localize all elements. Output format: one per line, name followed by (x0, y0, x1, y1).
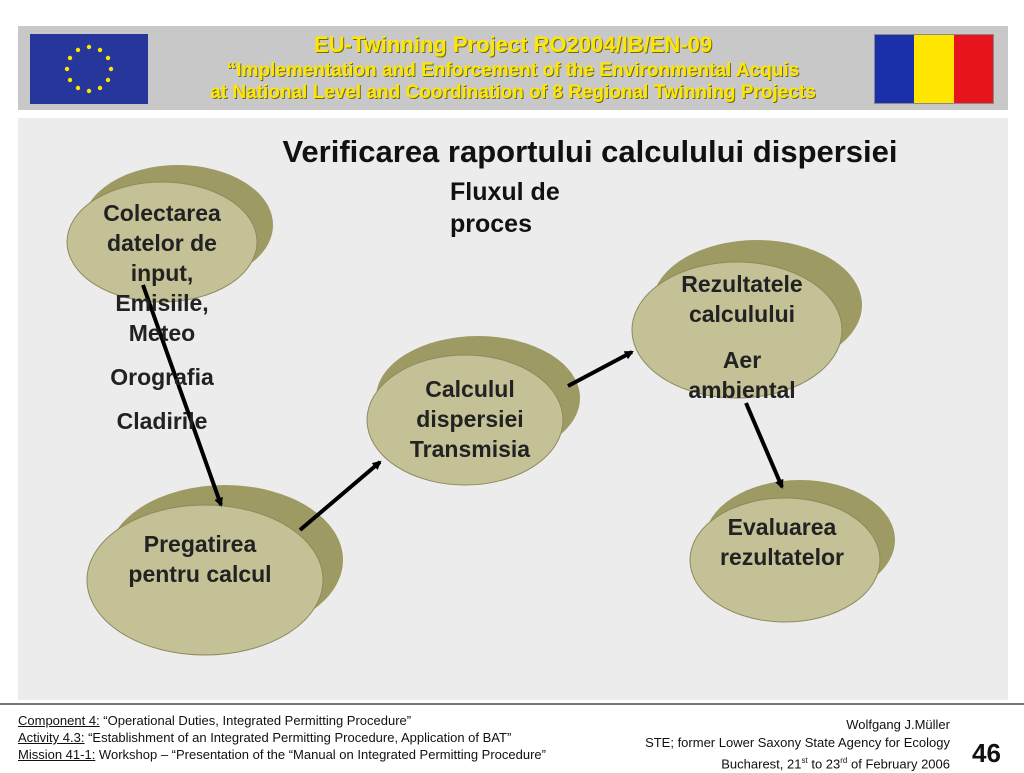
subtitle-line1: Fluxul de (450, 178, 560, 206)
node-results-label: Rezultatele calculului Aer ambiental (642, 269, 842, 405)
page-number: 46 (972, 738, 1001, 768)
arrow-prepare-to-calc (298, 460, 382, 532)
node-prepare-label: Pregatirea pentru calcul (100, 529, 300, 589)
header-banner: EU-Twinning Project RO2004/IB/EN-09 “Imp… (18, 26, 1008, 110)
slide-title: Verificarea raportului calculului disper… (282, 134, 898, 169)
collect-line4: Emisiile, (115, 290, 209, 316)
footer-affiliation: STE; former Lower Saxony State Agency fo… (645, 735, 950, 750)
romania-flag-icon (874, 34, 994, 104)
node-prepare (86, 485, 343, 656)
collect-line3: input, (130, 260, 194, 286)
footer-date: Bucharest, 21st to 23rd of February 2006 (600, 752, 950, 773)
node-calculation (366, 336, 580, 486)
slide-subtitle: Fluxul de proces (450, 176, 560, 240)
node-calc-label: Calculul dispersiei Transmisia (370, 374, 570, 464)
subtitle-line2: proces (450, 210, 532, 238)
date-sup2: rd (840, 756, 848, 765)
node-collect-data (66, 165, 273, 303)
prepare-line2: pentru calcul (128, 561, 272, 587)
collect-line2: datelor de (107, 230, 217, 256)
node-evaluation (689, 480, 895, 623)
mission-label: Mission 41-1: (18, 747, 96, 762)
date-sup1: st (801, 756, 808, 765)
footer-mission: Mission 41-1: Workshop – “Presentation o… (18, 746, 546, 763)
eu-flag-icon (30, 34, 148, 104)
project-subtitle-line2: at National Level and Coordination of 8 … (210, 82, 816, 103)
collect-line6: Orografia (110, 364, 214, 390)
calc-line3: Transmisia (409, 436, 531, 462)
date-prefix: Bucharest, 21 (721, 756, 802, 772)
arrow-results-to-eval (744, 402, 784, 489)
activity-label: Activity 4.3: (18, 730, 85, 745)
footer-component: Component 4: “Operational Duties, Integr… (18, 712, 546, 729)
date-mid: to 23 (807, 756, 841, 772)
date-suffix: of February 2006 (847, 756, 950, 772)
footer-right: Wolfgang J.Müller STE; former Lower Saxo… (600, 716, 950, 773)
project-subtitle-line1: “Implementation and Enforcement of the E… (226, 60, 800, 81)
results-line1: Rezultatele (681, 271, 803, 297)
mission-text: Workshop – “Presentation of the “Manual … (95, 747, 546, 762)
collect-line1: Colectarea (103, 200, 221, 226)
results-line3: Aer (722, 347, 762, 373)
eval-line2: rezultatelor (720, 544, 844, 570)
component-text: “Operational Duties, Integrated Permitti… (99, 713, 412, 728)
project-title: EU-Twinning Project RO2004/IB/EN-09 (313, 32, 713, 57)
footer-activity: Activity 4.3: “Establishment of an Integ… (18, 729, 546, 746)
node-eval-label: Evaluarea rezultatelor (682, 512, 882, 572)
activity-text: “Establishment of an Integrated Permitti… (84, 730, 512, 745)
arrow-calc-to-results (567, 350, 634, 388)
calc-line1: Calculul (425, 376, 515, 402)
collect-line7: Cladirile (116, 408, 208, 434)
results-line4: ambiental (688, 377, 796, 403)
component-label: Component 4: (18, 713, 100, 728)
prepare-line1: Pregatirea (143, 531, 257, 557)
calc-line2: dispersiei (416, 406, 524, 432)
footer-left: Component 4: “Operational Duties, Integr… (18, 712, 546, 763)
node-collect-label: Colectarea datelor de input, Emisiile, M… (72, 198, 252, 436)
node-results (631, 240, 862, 399)
footer-separator (0, 703, 1024, 705)
collect-line5: Meteo (128, 320, 196, 346)
eval-line1: Evaluarea (727, 514, 837, 540)
footer-author: Wolfgang J.Müller (846, 717, 950, 732)
arrow-collect-to-prepare (141, 284, 223, 507)
results-line2: calculului (688, 301, 796, 327)
